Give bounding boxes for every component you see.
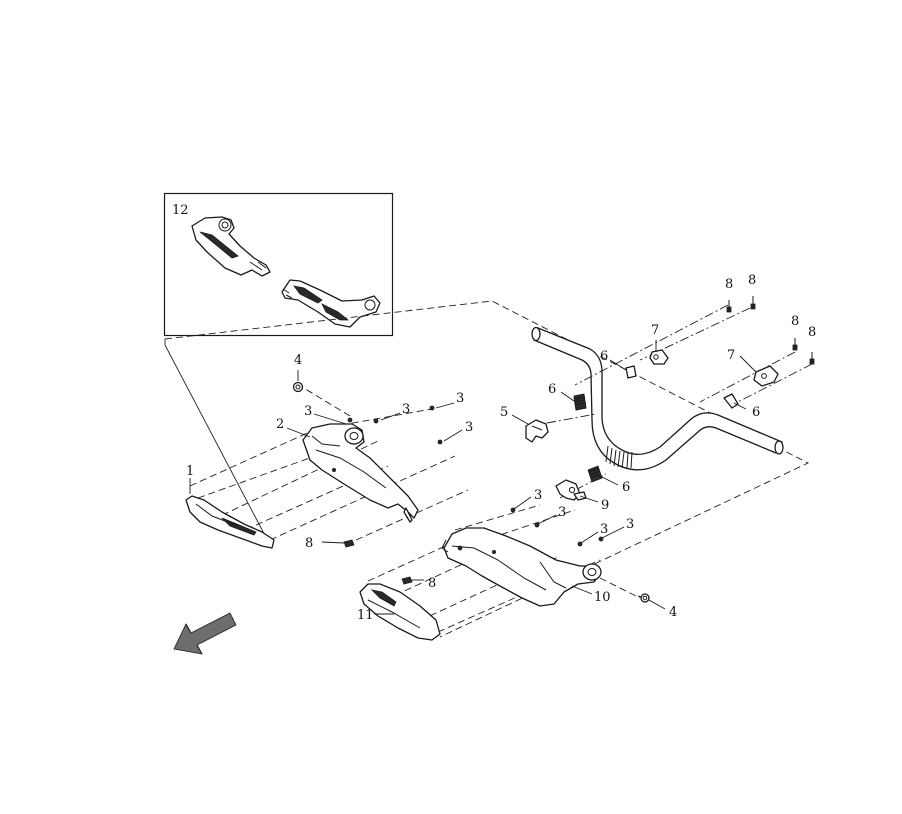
callout-4-upper: 4 — [294, 353, 302, 368]
callout-8-left: 8 — [305, 536, 313, 551]
part-10-right-handguard — [441, 527, 602, 607]
callout-3-mid-b: 3 — [558, 505, 566, 520]
callout-8-right-a: 8 — [791, 314, 799, 329]
assembly-projection-lines — [164, 300, 810, 638]
callout-8-lower: 8 — [428, 576, 436, 591]
callout-3-top-a: 3 — [402, 402, 410, 417]
callout-6-left: 6 — [548, 382, 556, 397]
handlebar — [531, 326, 784, 471]
callout-4-lower: 4 — [669, 605, 677, 620]
callout-8-top-a: 8 — [725, 277, 733, 292]
callout-3-mid-a: 3 — [534, 488, 542, 503]
part-6-spring-lower — [587, 465, 603, 483]
part-8-screws — [343, 296, 815, 585]
part-7-clamp-upper — [649, 349, 669, 365]
callout-3-top-b: 3 — [456, 391, 464, 406]
callout-1: 1 — [186, 464, 194, 479]
callout-5: 5 — [500, 405, 508, 420]
front-direction-arrow-icon — [173, 612, 237, 655]
callout-9: 9 — [601, 498, 609, 513]
part-11-right-guard-cover — [359, 583, 441, 641]
callout-3-right-b: 3 — [626, 517, 634, 532]
callout-2: 2 — [276, 417, 284, 432]
callout-3-upper-left: 3 — [304, 404, 312, 419]
callout-11: 11 — [357, 608, 374, 623]
callout-10: 10 — [594, 590, 611, 605]
callout-3-right-a: 3 — [600, 522, 608, 537]
callout-6-lower: 6 — [622, 480, 630, 495]
inset-right-handguard — [281, 279, 381, 328]
fastener-center-lines — [546, 304, 813, 499]
callout-12: 12 — [172, 203, 189, 218]
part-6-collar-right — [723, 393, 739, 409]
part-2-left-handguard — [302, 423, 419, 523]
callout-6-top: 6 — [600, 349, 608, 364]
part-5-switch-housing — [525, 419, 549, 443]
part-7-clamp-right — [753, 365, 779, 387]
callout-labels: 1 2 3 3 3 3 3 3 3 3 4 4 5 6 6 6 6 7 7 8 … — [186, 273, 816, 623]
callout-3-top-c: 3 — [465, 420, 473, 435]
callout-7-top: 7 — [651, 323, 659, 338]
callout-leader-lines — [189, 340, 757, 615]
callout-8-top-b: 8 — [748, 273, 756, 288]
inset-left-handguard — [191, 216, 271, 277]
part-4-bolt-upper — [292, 381, 304, 393]
callout-6-right: 6 — [752, 405, 760, 420]
inset-assembly-box: 12 — [163, 192, 394, 337]
callout-8-right-b: 8 — [808, 325, 816, 340]
part-6-spring-left — [573, 393, 587, 411]
callout-7-right: 7 — [727, 348, 735, 363]
part-4-bolt-lower — [637, 593, 650, 603]
part-6-collar-upper — [625, 365, 637, 379]
part-1-left-guard-cover — [185, 495, 275, 549]
part-9-throttle-housing — [555, 479, 587, 501]
